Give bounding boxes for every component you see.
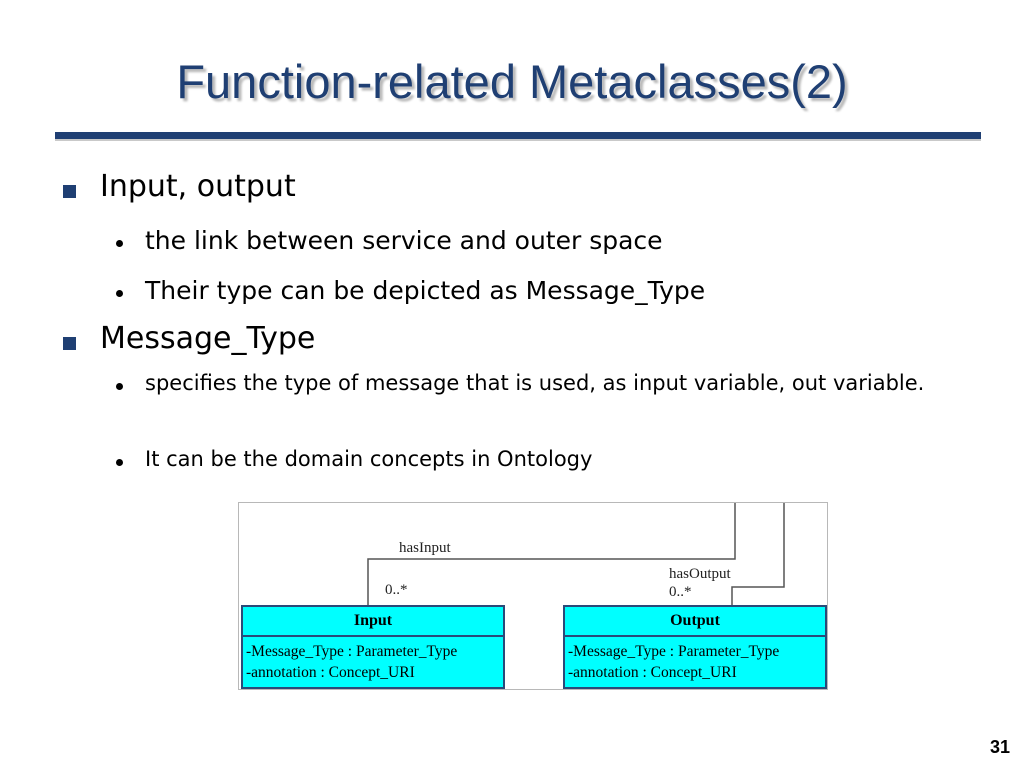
sub-bullet-type: Their type can be depicted as Message_Ty… <box>115 276 706 305</box>
sub-bullet-domain: It can be the domain concepts in Ontolog… <box>116 444 965 476</box>
class-output-attr: -Message_Type : Parameter_Type <box>568 643 780 660</box>
sub-bullet-link: the link between service and outer space <box>116 226 663 255</box>
bullet-message-type: Message_Type <box>62 321 316 356</box>
class-input-attr: -annotation : Concept_URI <box>246 664 415 681</box>
class-input-attr: -Message_Type : Parameter_Type <box>246 643 458 660</box>
page-number: 31 <box>989 737 1010 757</box>
association-lines <box>367 503 785 606</box>
output-multiplicity: 0..* <box>669 584 692 600</box>
bullet-input-output: Input, output <box>63 169 296 204</box>
has-input-label: hasInput <box>399 540 451 556</box>
sub-bullet-specifies: specifies the type of message that is us… <box>116 368 965 400</box>
title-divider <box>55 132 981 141</box>
class-output-attr: -annotation : Concept_URI <box>568 664 737 681</box>
has-output-label: hasOutput <box>669 566 731 582</box>
input-multiplicity: 0..* <box>385 582 408 598</box>
slide-title: Function-related Metaclasses(2) <box>176 55 848 108</box>
class-output-name: Output <box>565 607 825 637</box>
class-output: Output -Message_Type : Parameter_Type -a… <box>563 605 827 689</box>
class-input: Input -Message_Type : Parameter_Type -an… <box>241 605 505 689</box>
class-input-name: Input <box>243 607 503 637</box>
uml-diagram: hasInput hasOutput 0..* 0..* Input -Mess… <box>238 502 828 690</box>
